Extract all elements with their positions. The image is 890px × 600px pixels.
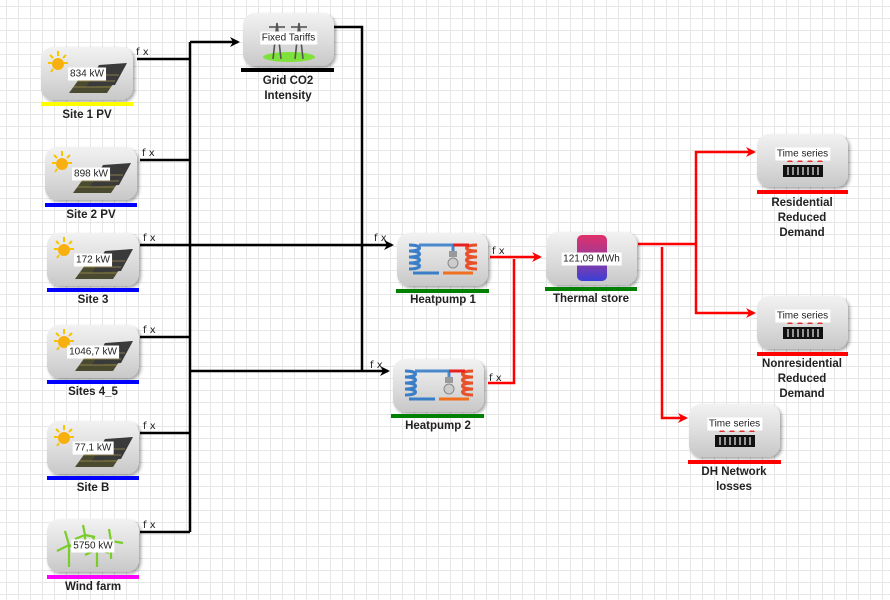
label-line: Demand bbox=[779, 227, 825, 239]
node-sites-4-5[interactable]: 1046,7 kW bbox=[47, 325, 139, 378]
node-label: Site 3 bbox=[77, 294, 109, 306]
label-line: DH Network bbox=[701, 466, 767, 478]
fx-label[interactable]: f x bbox=[143, 233, 156, 244]
label-line: losses bbox=[716, 481, 752, 493]
label-line: Residential bbox=[771, 197, 833, 209]
fx-label[interactable]: f x bbox=[142, 148, 155, 159]
node-value: 77,1 kW bbox=[72, 441, 114, 454]
fx-label[interactable]: f x bbox=[143, 325, 156, 336]
node-value: 5750 kW bbox=[71, 539, 115, 552]
wire-store-nonres[interactable] bbox=[694, 244, 756, 318]
status-bar bbox=[688, 460, 781, 464]
node-label: Site 2 PV bbox=[66, 209, 116, 221]
node-heatpump-1[interactable] bbox=[397, 233, 488, 286]
node-label: Wind farm bbox=[64, 581, 122, 593]
power-pylon-icon bbox=[263, 22, 315, 62]
fx-label[interactable]: f x bbox=[143, 520, 156, 531]
node-label: Thermal store bbox=[552, 293, 630, 305]
node-label: DH Network losses bbox=[674, 465, 794, 495]
node-label: Sites 4_5 bbox=[68, 386, 118, 398]
node-site2-pv[interactable]: 898 kW bbox=[45, 147, 137, 200]
node-label: Heatpump 1 bbox=[410, 294, 476, 306]
label-line: Grid CO2 bbox=[262, 75, 314, 87]
node-site-b[interactable]: 77,1 kW bbox=[47, 421, 139, 474]
label-line: Reduced bbox=[777, 212, 827, 224]
status-bar bbox=[41, 102, 133, 106]
radiator-icon bbox=[783, 158, 823, 177]
node-label: Heatpump 2 bbox=[405, 420, 471, 432]
node-thermal-store[interactable]: 121,09 MWh bbox=[546, 232, 637, 285]
node-value: 121,09 MWh bbox=[561, 252, 622, 265]
fx-label[interactable]: f x bbox=[492, 246, 505, 257]
node-heatpump-2[interactable] bbox=[393, 359, 484, 412]
status-bar bbox=[47, 476, 139, 480]
node-label: Grid CO2 Intensity bbox=[228, 74, 348, 104]
wire-grid-out[interactable] bbox=[334, 25, 364, 371]
node-nonresidential-reduced-demand[interactable]: Time series bbox=[757, 296, 848, 349]
node-wind-farm[interactable]: 5750 kW bbox=[47, 519, 139, 572]
status-bar bbox=[545, 287, 637, 291]
node-value: 1046,7 kW bbox=[67, 345, 119, 358]
node-value: Time series bbox=[774, 309, 831, 323]
node-value: Fixed Tariffs bbox=[259, 31, 318, 45]
radiator-icon bbox=[783, 320, 823, 339]
node-label: Site B bbox=[76, 482, 110, 494]
node-dh-network-losses[interactable]: Time series bbox=[689, 404, 780, 457]
status-bar bbox=[757, 352, 848, 356]
node-grid-co2-intensity[interactable]: Fixed Tariffs bbox=[243, 13, 334, 66]
radiator-icon bbox=[715, 428, 755, 447]
status-bar bbox=[241, 68, 334, 72]
status-bar bbox=[396, 289, 489, 293]
heat-pump-icon bbox=[404, 369, 474, 401]
node-label: Residential Reduced Demand bbox=[742, 196, 862, 241]
node-label: Nonresidential Reduced Demand bbox=[742, 357, 862, 402]
node-site1-pv[interactable]: 834 kW bbox=[41, 47, 133, 100]
status-bar bbox=[47, 380, 139, 384]
node-value: 898 kW bbox=[72, 167, 110, 180]
status-bar bbox=[47, 575, 139, 579]
node-residential-reduced-demand[interactable]: Time series bbox=[757, 134, 848, 187]
wire-hp2-store[interactable] bbox=[488, 259, 516, 385]
label-line: Reduced bbox=[777, 373, 827, 385]
fx-label[interactable]: f x bbox=[136, 47, 149, 58]
label-line: Intensity bbox=[264, 90, 312, 102]
node-label: Site 1 PV bbox=[62, 109, 112, 121]
node-value: 834 kW bbox=[68, 67, 106, 80]
fx-label[interactable]: f x bbox=[143, 421, 156, 432]
wire-store-dh[interactable] bbox=[660, 247, 688, 423]
status-bar bbox=[45, 203, 137, 207]
label-line: Nonresidential bbox=[762, 358, 842, 370]
fx-label[interactable]: f x bbox=[370, 360, 383, 371]
status-bar bbox=[757, 190, 848, 194]
label-line: Demand bbox=[779, 388, 825, 400]
node-value: Time series bbox=[774, 147, 831, 161]
node-site3[interactable]: 172 kW bbox=[47, 233, 139, 286]
status-bar bbox=[391, 414, 484, 418]
fx-label[interactable]: f x bbox=[374, 233, 387, 244]
node-value: Time series bbox=[706, 417, 763, 431]
node-value: 172 kW bbox=[74, 253, 112, 266]
wire-store-res[interactable] bbox=[638, 147, 756, 246]
fx-label[interactable]: f x bbox=[489, 373, 502, 384]
heat-pump-icon bbox=[408, 243, 478, 275]
status-bar bbox=[47, 288, 139, 292]
